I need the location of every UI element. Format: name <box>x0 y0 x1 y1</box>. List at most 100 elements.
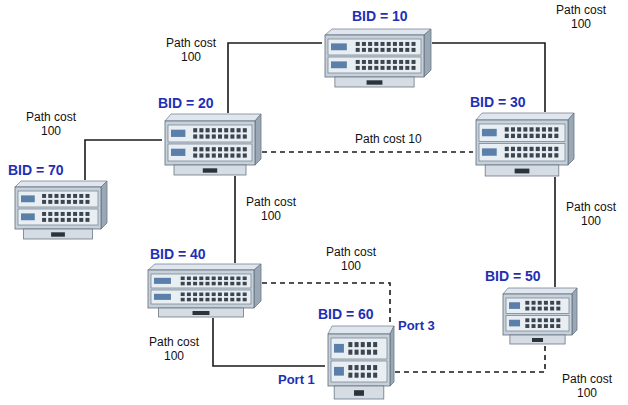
switch-node: BID = 20 <box>162 113 262 176</box>
device-module <box>506 316 569 332</box>
port-label: Port 1 <box>278 372 315 387</box>
device-port <box>67 194 71 198</box>
device-top <box>328 326 394 334</box>
device-port <box>348 373 352 378</box>
device-module <box>151 290 251 304</box>
device-base <box>334 386 384 399</box>
device-port <box>405 42 409 46</box>
device-module <box>151 274 251 288</box>
device-base <box>159 308 244 317</box>
bridge-id-label: BID = 30 <box>470 94 526 110</box>
device-port <box>181 293 185 297</box>
device-port <box>85 212 89 216</box>
device-port <box>544 324 548 328</box>
switch-node: BID = 60 <box>325 325 395 400</box>
device-module <box>331 361 387 382</box>
device-port <box>205 282 209 286</box>
active-link <box>234 176 236 263</box>
device-power <box>515 169 530 174</box>
device-port <box>237 128 241 132</box>
device-port <box>530 127 534 131</box>
device-port <box>517 134 521 138</box>
device-port <box>532 324 536 328</box>
device-side <box>568 113 574 165</box>
device-port <box>517 127 521 131</box>
device-led-panel <box>509 320 520 327</box>
device-power <box>193 311 210 315</box>
device-port <box>218 153 222 157</box>
device-port <box>511 134 515 138</box>
device-module <box>479 144 565 162</box>
device-port <box>67 212 71 216</box>
device-port <box>532 307 536 311</box>
device-port <box>367 365 371 370</box>
device-port <box>199 293 203 297</box>
path-cost-label: Path cost 100 <box>558 372 616 400</box>
path-cost-label: Path cost 100 <box>242 195 300 223</box>
device-side <box>254 264 261 308</box>
device-port <box>193 293 197 297</box>
path-cost-label: Path cost 100 <box>562 200 620 228</box>
device-port <box>243 277 247 281</box>
device-port <box>517 147 521 151</box>
device-led-panel <box>509 302 520 309</box>
device-port <box>544 301 548 305</box>
device-port <box>85 194 89 198</box>
device-port <box>212 128 216 132</box>
device-port <box>224 128 228 132</box>
device-port <box>548 147 552 151</box>
device-port <box>548 134 552 138</box>
switch-icon <box>322 28 432 88</box>
blocked-link <box>395 345 545 372</box>
device-port <box>554 153 558 157</box>
device-port <box>556 324 560 328</box>
device-port <box>181 298 185 302</box>
device-port <box>61 212 65 216</box>
device-port <box>356 66 360 70</box>
device-port <box>193 128 197 132</box>
device-port <box>54 194 58 198</box>
device-led-panel <box>154 278 171 284</box>
device-port <box>361 350 365 355</box>
active-link <box>213 318 325 366</box>
active-link <box>432 43 545 112</box>
switch-node: BID = 40 <box>145 263 262 318</box>
device-port <box>224 147 228 151</box>
device-module <box>479 124 565 142</box>
device-port <box>79 200 83 204</box>
device-port <box>511 147 515 151</box>
device-side <box>390 326 394 386</box>
device-port <box>230 298 234 302</box>
device-port <box>523 153 527 157</box>
device-port <box>73 194 77 198</box>
device-top <box>15 181 107 187</box>
path-cost-label: Path cost 100 <box>22 110 80 138</box>
device-port <box>85 218 89 222</box>
device-port <box>548 153 552 157</box>
device-port <box>230 134 234 138</box>
switch-icon <box>473 112 575 177</box>
device-port <box>550 307 554 311</box>
device-port <box>368 66 372 70</box>
device-port <box>373 342 377 347</box>
path-cost-label: Path cost 100 <box>552 3 610 31</box>
device-port <box>532 318 536 322</box>
device-port <box>348 342 352 347</box>
device-port <box>237 134 241 138</box>
device-port <box>42 200 46 204</box>
device-port <box>412 48 416 52</box>
device-port <box>387 66 391 70</box>
device-port <box>224 298 228 302</box>
device-port <box>212 147 216 151</box>
device-front <box>165 121 255 165</box>
path-cost-label: Path cost 100 <box>145 335 203 363</box>
device-port <box>224 293 228 297</box>
device-port <box>355 350 359 355</box>
device-port <box>393 48 397 52</box>
device-port <box>393 66 397 70</box>
device-port <box>230 282 234 286</box>
device-led-panel <box>21 195 35 202</box>
device-port <box>199 298 203 302</box>
device-port <box>218 282 222 286</box>
